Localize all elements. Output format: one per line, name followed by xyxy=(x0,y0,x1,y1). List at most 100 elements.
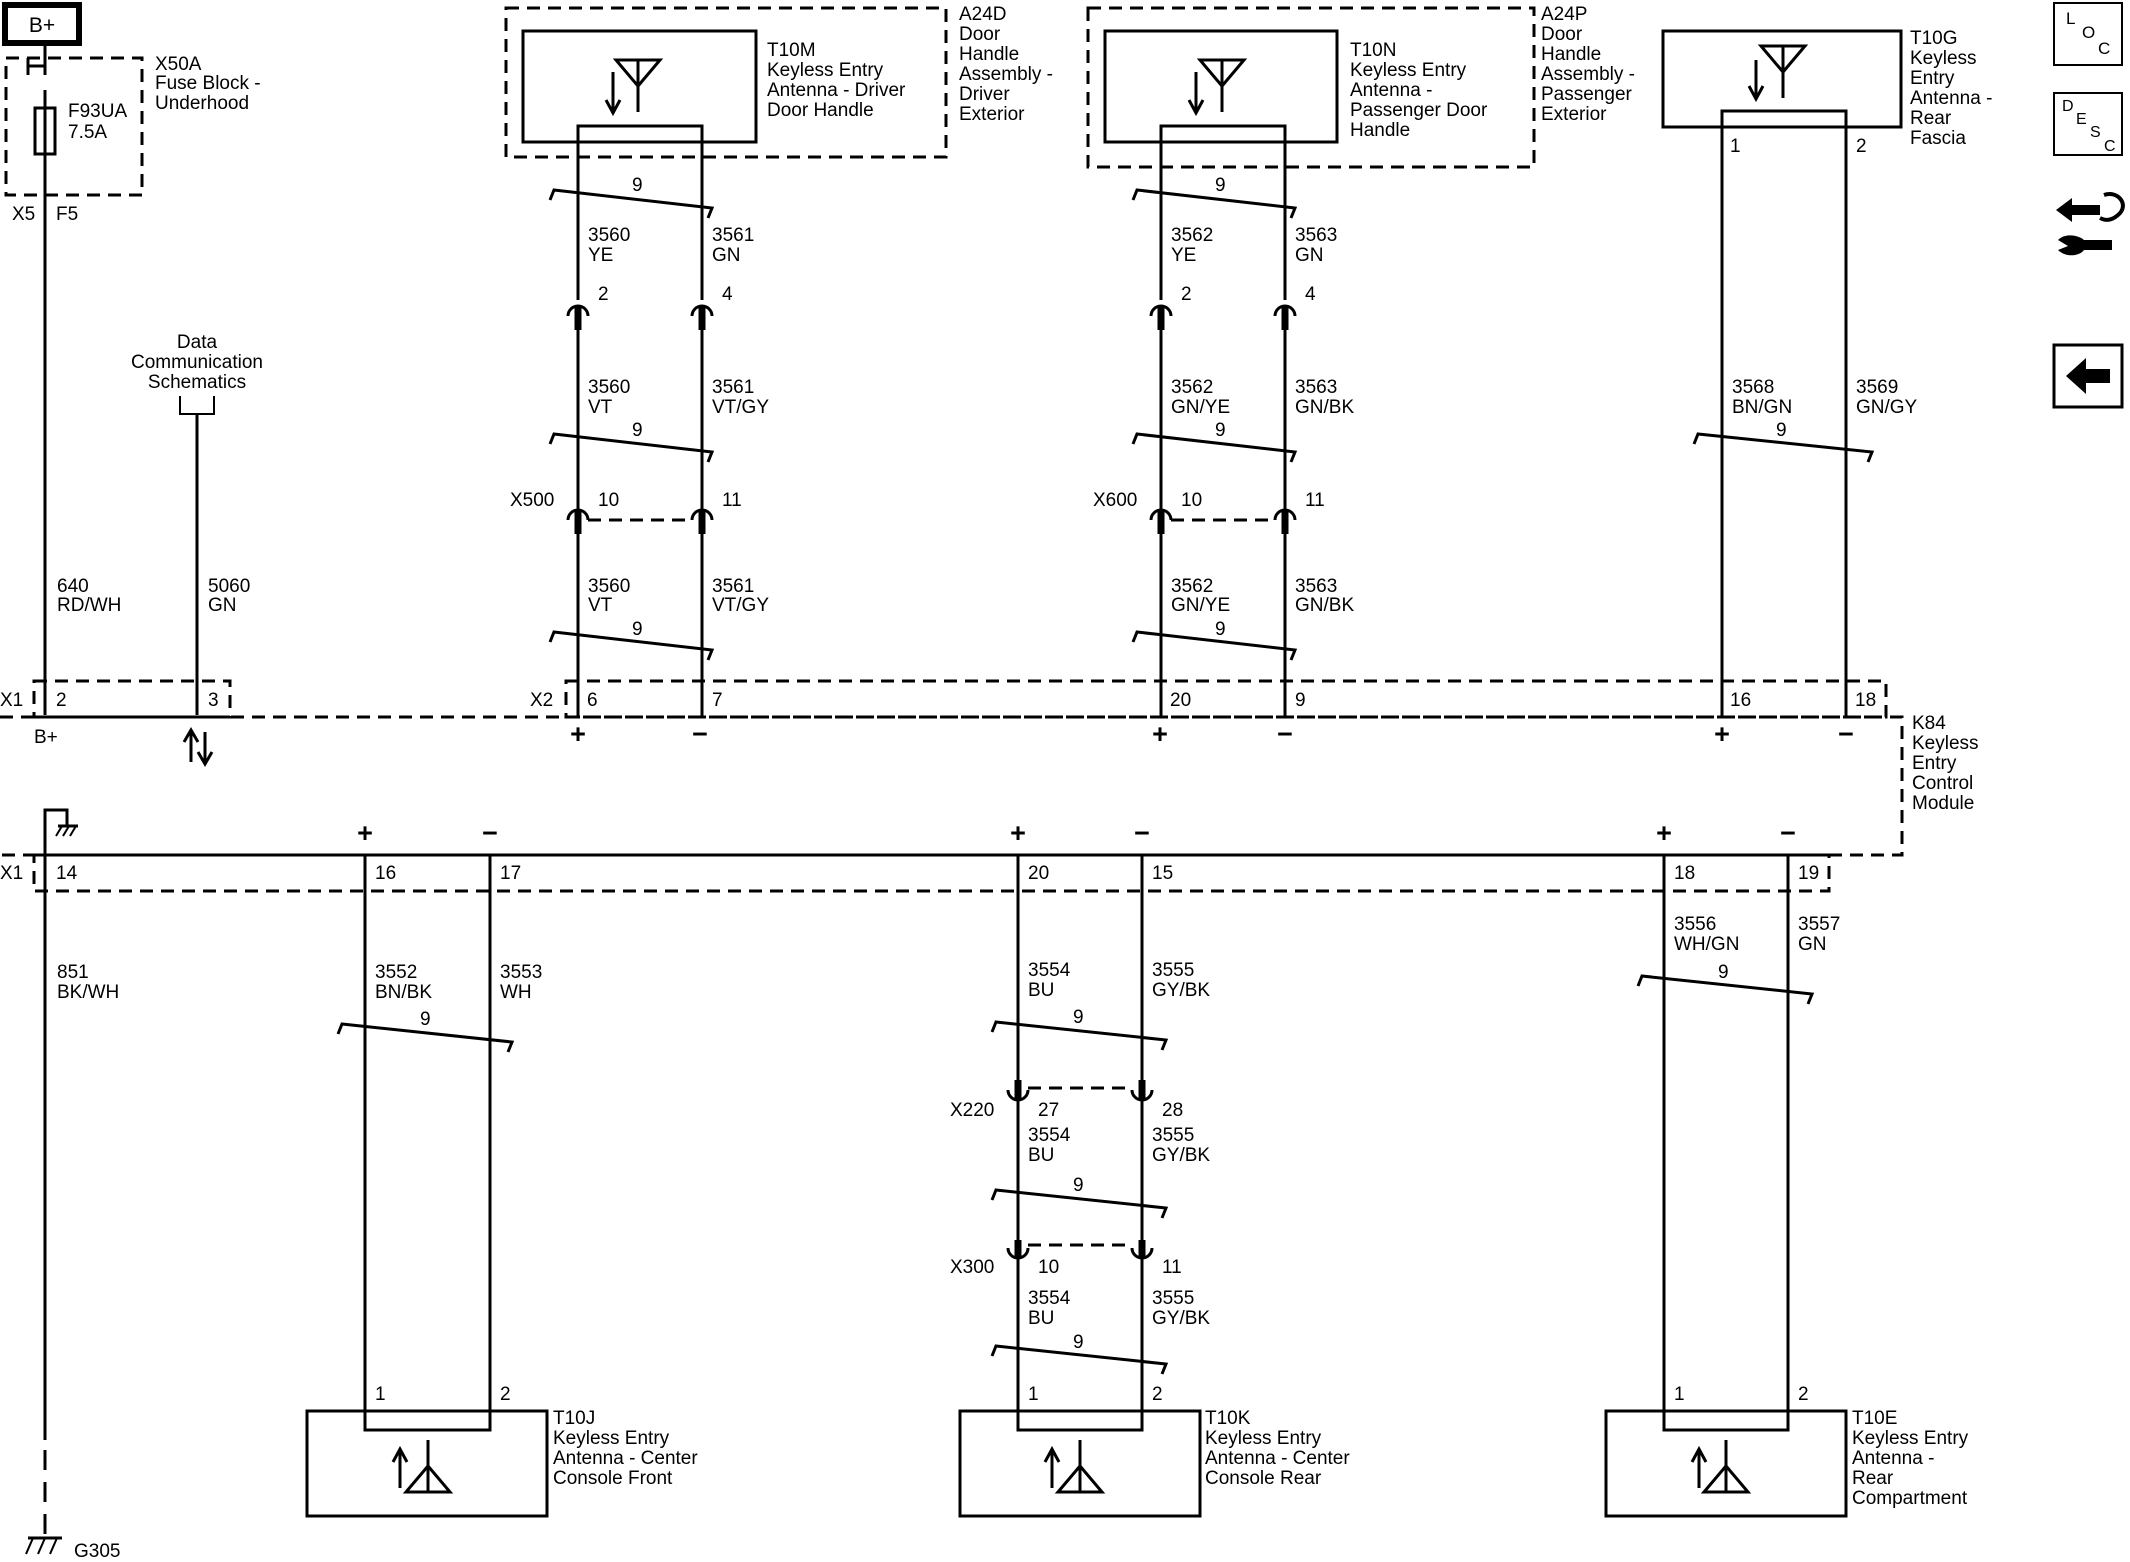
antenna-line: Fascia xyxy=(1910,128,1966,149)
circuit-number: 3562 xyxy=(1171,377,1213,398)
signal-arrow-icon xyxy=(604,72,622,117)
assembly-line: Driver xyxy=(959,84,1010,105)
desc-letter: D xyxy=(2062,98,2074,115)
twist-label: 9 xyxy=(1073,1007,1084,1028)
fuse-connector: X5 xyxy=(12,204,35,225)
signal-arrow-icon xyxy=(1690,1445,1708,1488)
connector-id: X300 xyxy=(950,1257,994,1278)
assembly-line: Handle xyxy=(959,44,1019,65)
rear-fascia-antenna-circuit: T10G Keyless Entry Antenna - Rear Fascia… xyxy=(1661,28,1992,717)
circuit-number: 3563 xyxy=(1295,377,1337,398)
polarity-minus: − xyxy=(1134,818,1150,848)
antenna-line: Antenna - Driver xyxy=(767,80,906,101)
back-button[interactable] xyxy=(2052,343,2124,409)
antenna-line: Compartment xyxy=(1852,1488,1968,1509)
connector-pin: 1 xyxy=(1730,136,1741,157)
antenna-line: Entry xyxy=(1910,68,1955,89)
module-pin: 16 xyxy=(1730,690,1751,711)
connector-pin: 11 xyxy=(1305,490,1325,511)
assembly-line: Exterior xyxy=(959,104,1025,125)
connector-pin: 2 xyxy=(1181,284,1192,305)
antenna-line: Door Handle xyxy=(767,100,874,121)
antenna-id: T10E xyxy=(1852,1408,1897,1429)
connector-pin: 10 xyxy=(1038,1257,1059,1278)
module-pin: 16 xyxy=(375,863,396,884)
twist-label: 9 xyxy=(1215,420,1226,441)
connector-pin: 4 xyxy=(1305,284,1316,305)
connector-pin: 1 xyxy=(375,1384,386,1405)
antenna-id: T10N xyxy=(1350,40,1396,61)
circuit-number: 3552 xyxy=(375,962,417,983)
module-pin: 18 xyxy=(1674,863,1695,884)
antenna-id: T10J xyxy=(553,1408,595,1429)
desc-letter: C xyxy=(2104,138,2116,155)
power-source: B+ xyxy=(2,2,82,46)
signal-arrow-icon xyxy=(1747,60,1765,103)
wire-color: GY/BK xyxy=(1152,1145,1210,1166)
circuit-number: 3561 xyxy=(712,576,754,597)
module-line1: Keyless xyxy=(1912,733,1979,754)
loc-letter: O xyxy=(2082,23,2095,42)
polarity-minus: − xyxy=(1780,818,1796,848)
antenna-line: Rear xyxy=(1852,1468,1894,1489)
data-comm-reference[interactable]: Data Communication Schematics xyxy=(131,332,263,715)
connector-pin: 2 xyxy=(598,284,609,305)
polarity-minus: − xyxy=(1838,719,1854,749)
antenna-line: Keyless xyxy=(1910,48,1977,69)
circuit-number: 3554 xyxy=(1028,1288,1071,1309)
fuse-pin: F5 xyxy=(56,204,78,225)
wire-color: BN/GN xyxy=(1732,397,1792,418)
desc-button[interactable]: D E S C xyxy=(2053,92,2123,156)
antenna-line: Passenger Door xyxy=(1350,100,1488,121)
module-line2: Entry xyxy=(1912,753,1957,774)
antenna-line: Antenna - xyxy=(1910,88,1992,109)
wire-color: GN xyxy=(712,245,741,266)
ground-wire-color: BK/WH xyxy=(57,982,119,1003)
circuit-number: 3560 xyxy=(588,225,630,246)
connector-pin: 2 xyxy=(1856,136,1867,157)
wire-color: BU xyxy=(1028,980,1054,1001)
loc-letter: L xyxy=(2066,9,2075,28)
antenna-line: Antenna - Center xyxy=(1205,1448,1350,1469)
desc-letter: E xyxy=(2076,111,2087,128)
module-pin: 3 xyxy=(208,690,219,711)
loc-button[interactable]: L O C xyxy=(2053,2,2123,66)
antenna-line: Antenna - Center xyxy=(553,1448,698,1469)
assembly-line: Assembly - xyxy=(1541,64,1635,85)
twisted-pair-mark xyxy=(548,188,715,219)
wire-color: GY/BK xyxy=(1152,980,1210,1001)
twist-label: 9 xyxy=(632,619,643,640)
antenna-line: Console Rear xyxy=(1205,1468,1322,1489)
fuse-block-id: X50A xyxy=(155,54,202,75)
module-pin: 19 xyxy=(1798,863,1819,884)
antenna-line: Antenna - xyxy=(1350,80,1432,101)
assembly-line: Door xyxy=(1541,24,1583,45)
module-line3: Control xyxy=(1912,773,1973,794)
connector-views-icon[interactable] xyxy=(2056,192,2125,256)
signal-arrow-icon xyxy=(1187,72,1205,117)
module-pin: 20 xyxy=(1028,863,1049,884)
module-x2-top: X2 xyxy=(530,690,553,711)
circuit-number: 3557 xyxy=(1798,914,1840,935)
passenger-door-antenna-circuit: A24P Door Handle Assembly - Passenger Ex… xyxy=(1086,4,1635,717)
circuit-number: 3554 xyxy=(1028,960,1071,981)
console-front-antenna-circuit: 3552 BN/BK 3553 WH 9 1 2 T10J Keyless En… xyxy=(305,855,698,1518)
connector-pin: 10 xyxy=(598,490,619,511)
antenna-line: Keyless Entry xyxy=(553,1428,670,1449)
circuit-number: 3568 xyxy=(1732,377,1774,398)
connector-pin: 28 xyxy=(1162,1100,1183,1121)
connector-pin: 2 xyxy=(1152,1384,1163,1405)
antenna-line: Keyless Entry xyxy=(1852,1428,1969,1449)
fuse-id: F93UA xyxy=(68,101,127,122)
connector-pin: 10 xyxy=(1181,490,1202,511)
circuit-number: 3555 xyxy=(1152,1288,1194,1309)
loc-letter: C xyxy=(2098,39,2110,58)
wire-color: GN/BK xyxy=(1295,595,1354,616)
power-wire-color: RD/WH xyxy=(57,595,121,616)
module-x1-bottom: X1 xyxy=(0,863,23,884)
connector-pin: 1 xyxy=(1674,1384,1685,1405)
circuit-number: 3561 xyxy=(712,225,754,246)
ground-icon xyxy=(25,1536,62,1555)
fuse-rating: 7.5A xyxy=(68,122,107,143)
